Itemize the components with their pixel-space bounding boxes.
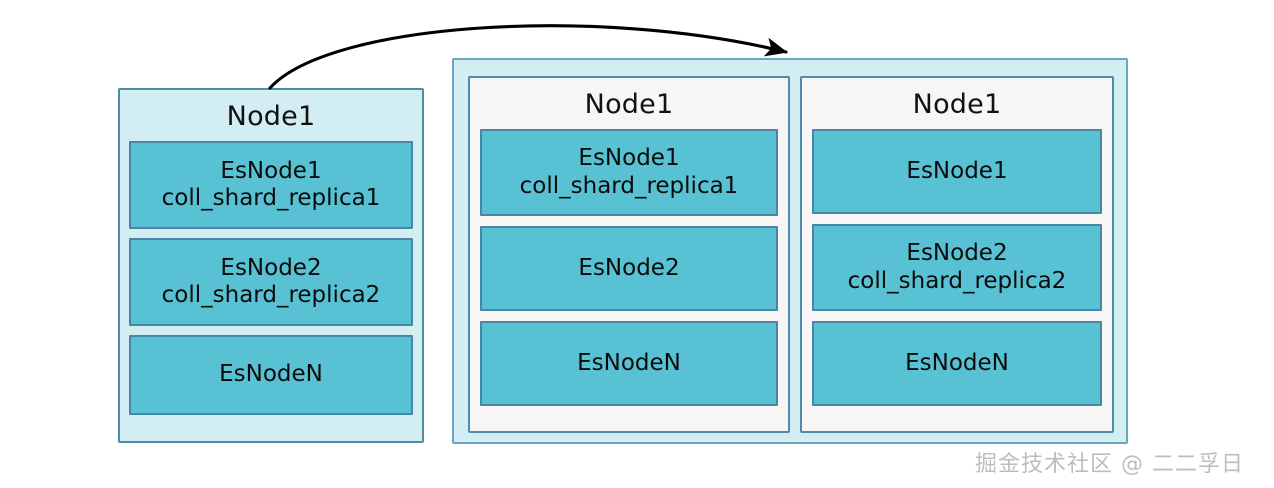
cluster-node-2-title: Node1: [912, 89, 1002, 120]
esnode-label-line1: EsNode1: [220, 157, 322, 184]
esnode-label-line1: EsNode2: [906, 240, 1008, 267]
cluster-node-card-1: Node1 EsNode1 coll_shard_replica1 EsNode…: [468, 76, 790, 433]
cluster-node-1-body: EsNode1 coll_shard_replica1 EsNode2 EsNo…: [470, 129, 788, 416]
esnode-box: EsNode2 coll_shard_replica2: [812, 224, 1102, 311]
esnode-label-line1: EsNodeN: [219, 361, 323, 388]
esnode-box: EsNode2: [480, 226, 778, 311]
esnode-label-line2: coll_shard_replica1: [519, 172, 739, 199]
esnode-box: EsNode1 coll_shard_replica1: [480, 129, 778, 216]
cluster-node-card-2: Node1 EsNode1 EsNode2 coll_shard_replica…: [800, 76, 1114, 433]
esnode-label-line1: EsNode2: [578, 254, 680, 281]
cluster-node-1-title: Node1: [584, 89, 674, 120]
left-node-card: Node1 EsNode1 coll_shard_replica1 EsNode…: [118, 88, 424, 443]
esnode-label-line2: coll_shard_replica1: [161, 185, 381, 211]
esnode-box: EsNode1: [812, 129, 1102, 214]
esnode-label-line1: EsNode2: [220, 254, 322, 281]
esnode-label-line2: coll_shard_replica2: [161, 282, 381, 308]
esnode-label-line1: EsNode1: [906, 157, 1008, 184]
esnode-box: EsNodeN: [812, 321, 1102, 406]
esnode-label-line1: EsNodeN: [905, 349, 1009, 376]
esnode-label-line1: EsNode1: [578, 145, 680, 172]
left-node-body: EsNode1 coll_shard_replica1 EsNode2 coll…: [120, 141, 422, 424]
esnode-box: EsNode1 coll_shard_replica1: [129, 141, 413, 229]
esnode-box: EsNodeN: [480, 321, 778, 406]
esnode-label-line1: EsNodeN: [577, 349, 681, 376]
cluster-node-2-body: EsNode1 EsNode2 coll_shard_replica2 EsNo…: [802, 129, 1112, 416]
esnode-box: EsNodeN: [129, 335, 413, 415]
left-node-title: Node1: [226, 101, 316, 132]
watermark-text: 掘金技术社区 @ 二二孚日: [975, 452, 1244, 477]
esnode-label-line2: coll_shard_replica2: [847, 267, 1067, 294]
esnode-box: EsNode2 coll_shard_replica2: [129, 238, 413, 326]
